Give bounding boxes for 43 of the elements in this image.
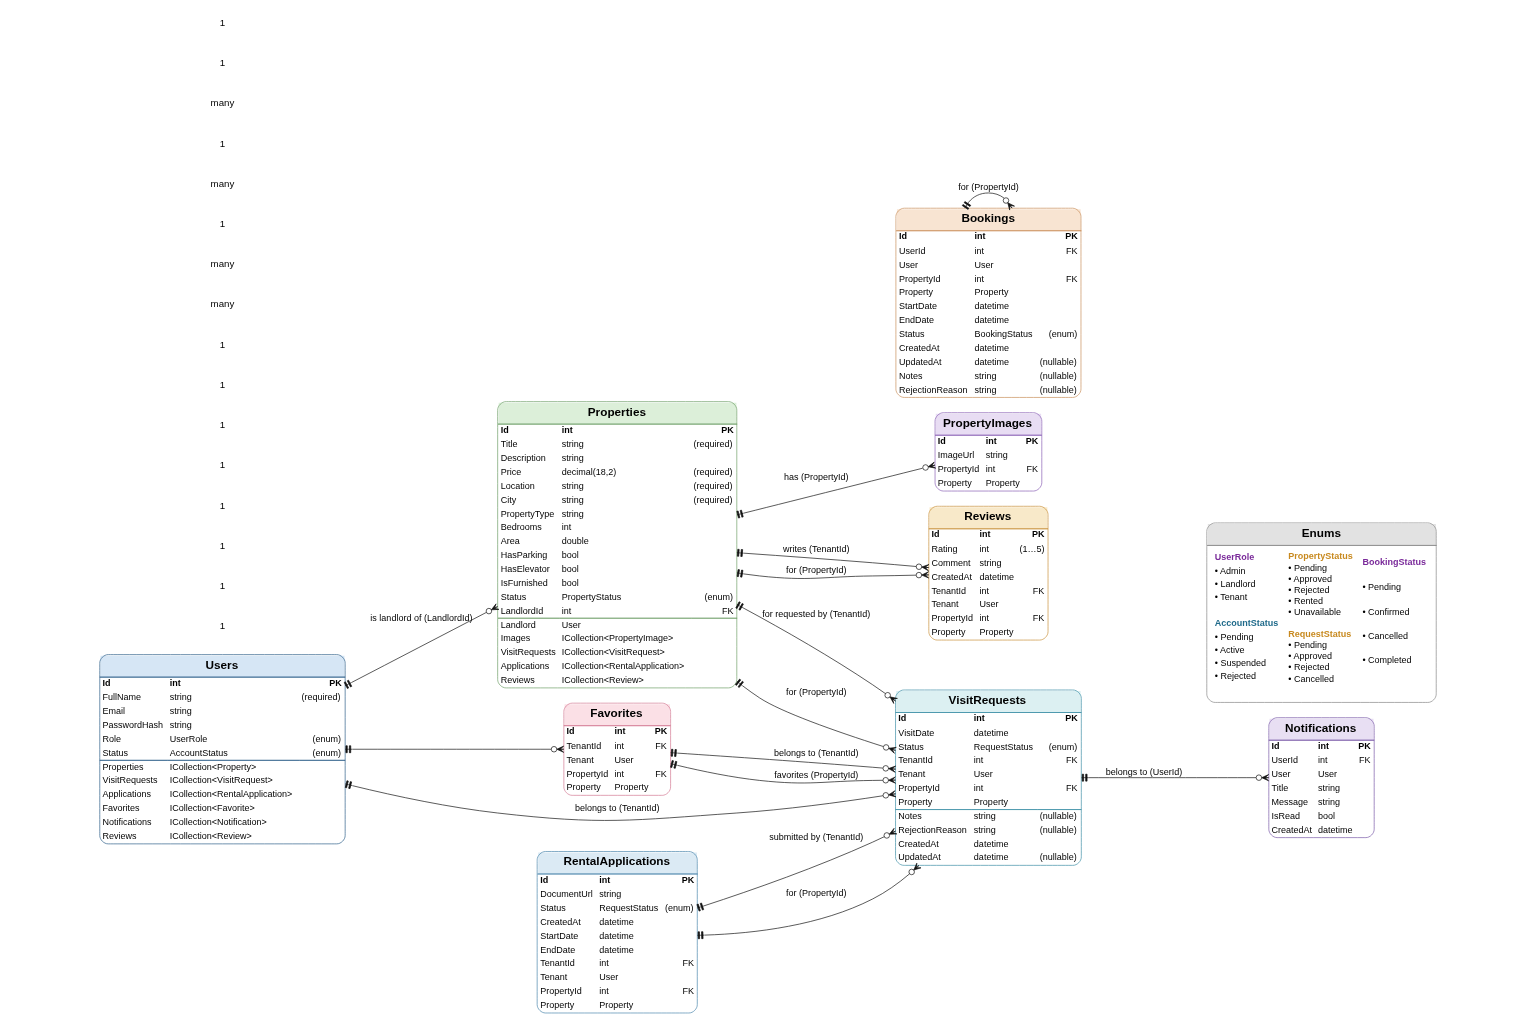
connector [736,569,930,579]
label: 1 [219,620,226,632]
label: many [210,298,235,310]
connector [1081,773,1269,782]
edge-label: for (PropertyId) [958,182,1019,193]
connector [344,780,897,821]
connector [343,603,500,689]
label: 1 [219,459,226,471]
edge-label: writes (TenantId) [782,543,850,554]
label: 1 [219,218,226,230]
connector [344,745,565,754]
edge-label: belongs to (TenantId) [773,748,859,759]
label: 1 [219,499,226,511]
label: many [210,177,235,189]
edge-label: for (PropertyId) [785,565,847,576]
connector [736,548,930,572]
edge-label: favorites (PropertyId) [774,769,859,780]
label: 1 [219,378,226,390]
label: 1 [219,539,226,551]
edge-label: for (PropertyId) [785,687,847,698]
connector [736,461,937,519]
connector [670,748,897,773]
connector [961,192,1015,211]
connector [670,760,896,784]
connector [696,828,898,912]
label: 1 [219,579,226,591]
label: 1 [219,57,226,69]
edge-label: is landlord of (LandlordId) [370,612,473,623]
edge-label: has (PropertyId) [783,471,849,482]
label: many [210,97,235,109]
edge-label: belongs to (UserId) [1105,767,1183,778]
label: 1 [219,419,226,431]
label: 1 [219,17,226,29]
label: 1 [219,338,226,350]
edge-label: belongs to (TenantId) [574,802,660,813]
label: many [210,258,235,270]
label: 1 [219,137,226,149]
edge-label: submitted by (TenantId) [769,831,864,842]
connector [735,601,898,704]
connector [735,678,897,754]
connector [697,862,922,940]
edge-label: for requested by (TenantId) [762,609,871,620]
edge-label: for (PropertyId) [785,888,847,899]
